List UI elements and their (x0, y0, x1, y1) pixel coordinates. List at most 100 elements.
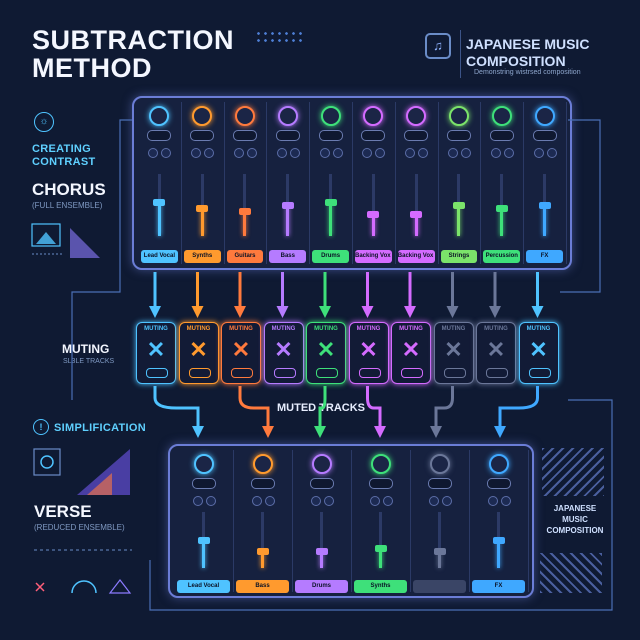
mute-box-toggle[interactable] (231, 368, 253, 378)
record-button[interactable] (204, 148, 215, 158)
gain-knob[interactable] (252, 454, 273, 474)
fader-handle[interactable] (433, 548, 446, 556)
mute-box[interactable]: MUTING✕ (391, 322, 431, 384)
record-button[interactable] (546, 148, 557, 158)
mute-toggle[interactable] (191, 478, 216, 489)
mute-toggle[interactable] (427, 478, 452, 489)
mute-box-toggle[interactable] (316, 368, 338, 378)
fader-handle[interactable] (153, 198, 166, 206)
mute-toggle[interactable] (361, 130, 386, 141)
mute-toggle[interactable] (368, 478, 393, 489)
fader-handle[interactable] (452, 202, 465, 209)
record-button[interactable] (460, 148, 471, 158)
mute-box-toggle[interactable] (443, 368, 466, 378)
gain-knob[interactable] (234, 106, 255, 126)
solo-button[interactable] (490, 148, 501, 158)
mute-box[interactable]: MUTING✕ (221, 322, 261, 384)
fader-handle[interactable] (238, 208, 251, 216)
solo-button[interactable] (276, 148, 287, 158)
solo-button[interactable] (191, 148, 202, 158)
record-button[interactable] (332, 148, 343, 158)
solo-button[interactable] (447, 148, 458, 158)
mute-box[interactable]: MUTING✕ (136, 322, 176, 384)
fader-handle[interactable] (324, 198, 337, 206)
mute-box-toggle[interactable] (146, 368, 168, 378)
fader-handle[interactable] (256, 548, 269, 556)
gain-knob[interactable] (406, 106, 427, 126)
gain-knob[interactable] (448, 106, 469, 126)
record-button[interactable] (264, 496, 275, 506)
solo-button[interactable] (487, 496, 498, 506)
record-button[interactable] (503, 148, 514, 158)
mute-toggle[interactable] (309, 478, 334, 489)
record-button[interactable] (382, 496, 393, 506)
fader-handle[interactable] (410, 211, 423, 219)
fader-handle[interactable] (315, 548, 328, 556)
record-button[interactable] (246, 148, 257, 158)
mute-toggle[interactable] (489, 130, 514, 141)
mute-box-toggle[interactable] (188, 368, 211, 378)
mute-toggle[interactable] (532, 130, 557, 141)
gain-knob[interactable] (363, 106, 384, 126)
record-button[interactable] (161, 148, 172, 158)
solo-button[interactable] (362, 148, 373, 158)
fader-handle[interactable] (196, 205, 209, 213)
gain-knob[interactable] (534, 106, 555, 126)
mute-toggle[interactable] (404, 130, 429, 141)
mute-toggle[interactable] (318, 130, 343, 141)
mute-box[interactable]: MUTING✕ (178, 322, 219, 384)
mute-box[interactable]: MUTING✕ (518, 322, 559, 384)
mute-toggle[interactable] (446, 130, 471, 141)
gain-knob[interactable] (429, 454, 450, 474)
mute-box-toggle[interactable] (358, 368, 381, 378)
mute-box[interactable]: MUTING✕ (476, 322, 516, 384)
solo-button[interactable] (428, 496, 439, 506)
solo-button[interactable] (369, 496, 380, 506)
fader-handle[interactable] (374, 545, 387, 553)
solo-button[interactable] (251, 496, 262, 506)
record-button[interactable] (289, 148, 300, 158)
mute-box[interactable]: MUTING✕ (306, 322, 346, 384)
mute-toggle[interactable] (232, 130, 257, 141)
mute-toggle[interactable] (486, 478, 511, 489)
gain-knob[interactable] (192, 106, 213, 126)
solo-button[interactable] (148, 148, 159, 158)
solo-button[interactable] (310, 496, 321, 506)
mute-box-toggle[interactable] (528, 368, 551, 378)
solo-button[interactable] (192, 496, 203, 506)
record-button[interactable] (500, 496, 511, 506)
mute-box[interactable]: MUTING✕ (433, 322, 474, 384)
gain-knob[interactable] (320, 106, 341, 126)
fader-handle[interactable] (197, 537, 210, 544)
mute-box-toggle[interactable] (401, 368, 423, 378)
mute-box-toggle[interactable] (273, 368, 296, 378)
gain-knob[interactable] (311, 454, 332, 474)
solo-button[interactable] (233, 148, 244, 158)
record-button[interactable] (323, 496, 334, 506)
mute-toggle[interactable] (190, 130, 215, 141)
solo-button[interactable] (405, 148, 416, 158)
fader-handle[interactable] (367, 211, 380, 219)
mute-toggle[interactable] (275, 130, 300, 141)
mute-toggle[interactable] (250, 478, 275, 489)
fader-handle[interactable] (492, 537, 505, 544)
gain-knob[interactable] (277, 106, 298, 126)
mute-toggle[interactable] (147, 130, 172, 141)
fader-handle[interactable] (538, 202, 551, 209)
mute-box[interactable]: MUTING✕ (263, 322, 304, 384)
fader-handle[interactable] (495, 205, 508, 213)
gain-knob[interactable] (193, 454, 214, 474)
mute-box-toggle[interactable] (486, 368, 508, 378)
gain-knob[interactable] (370, 454, 391, 474)
fader-handle[interactable] (281, 202, 294, 209)
record-button[interactable] (418, 148, 429, 158)
solo-button[interactable] (319, 148, 330, 158)
gain-knob[interactable] (491, 106, 512, 126)
solo-button[interactable] (533, 148, 544, 158)
record-button[interactable] (441, 496, 452, 506)
record-button[interactable] (375, 148, 386, 158)
mute-box[interactable]: MUTING✕ (348, 322, 389, 384)
gain-knob[interactable] (488, 454, 509, 474)
gain-knob[interactable] (149, 106, 170, 126)
record-button[interactable] (205, 496, 216, 506)
